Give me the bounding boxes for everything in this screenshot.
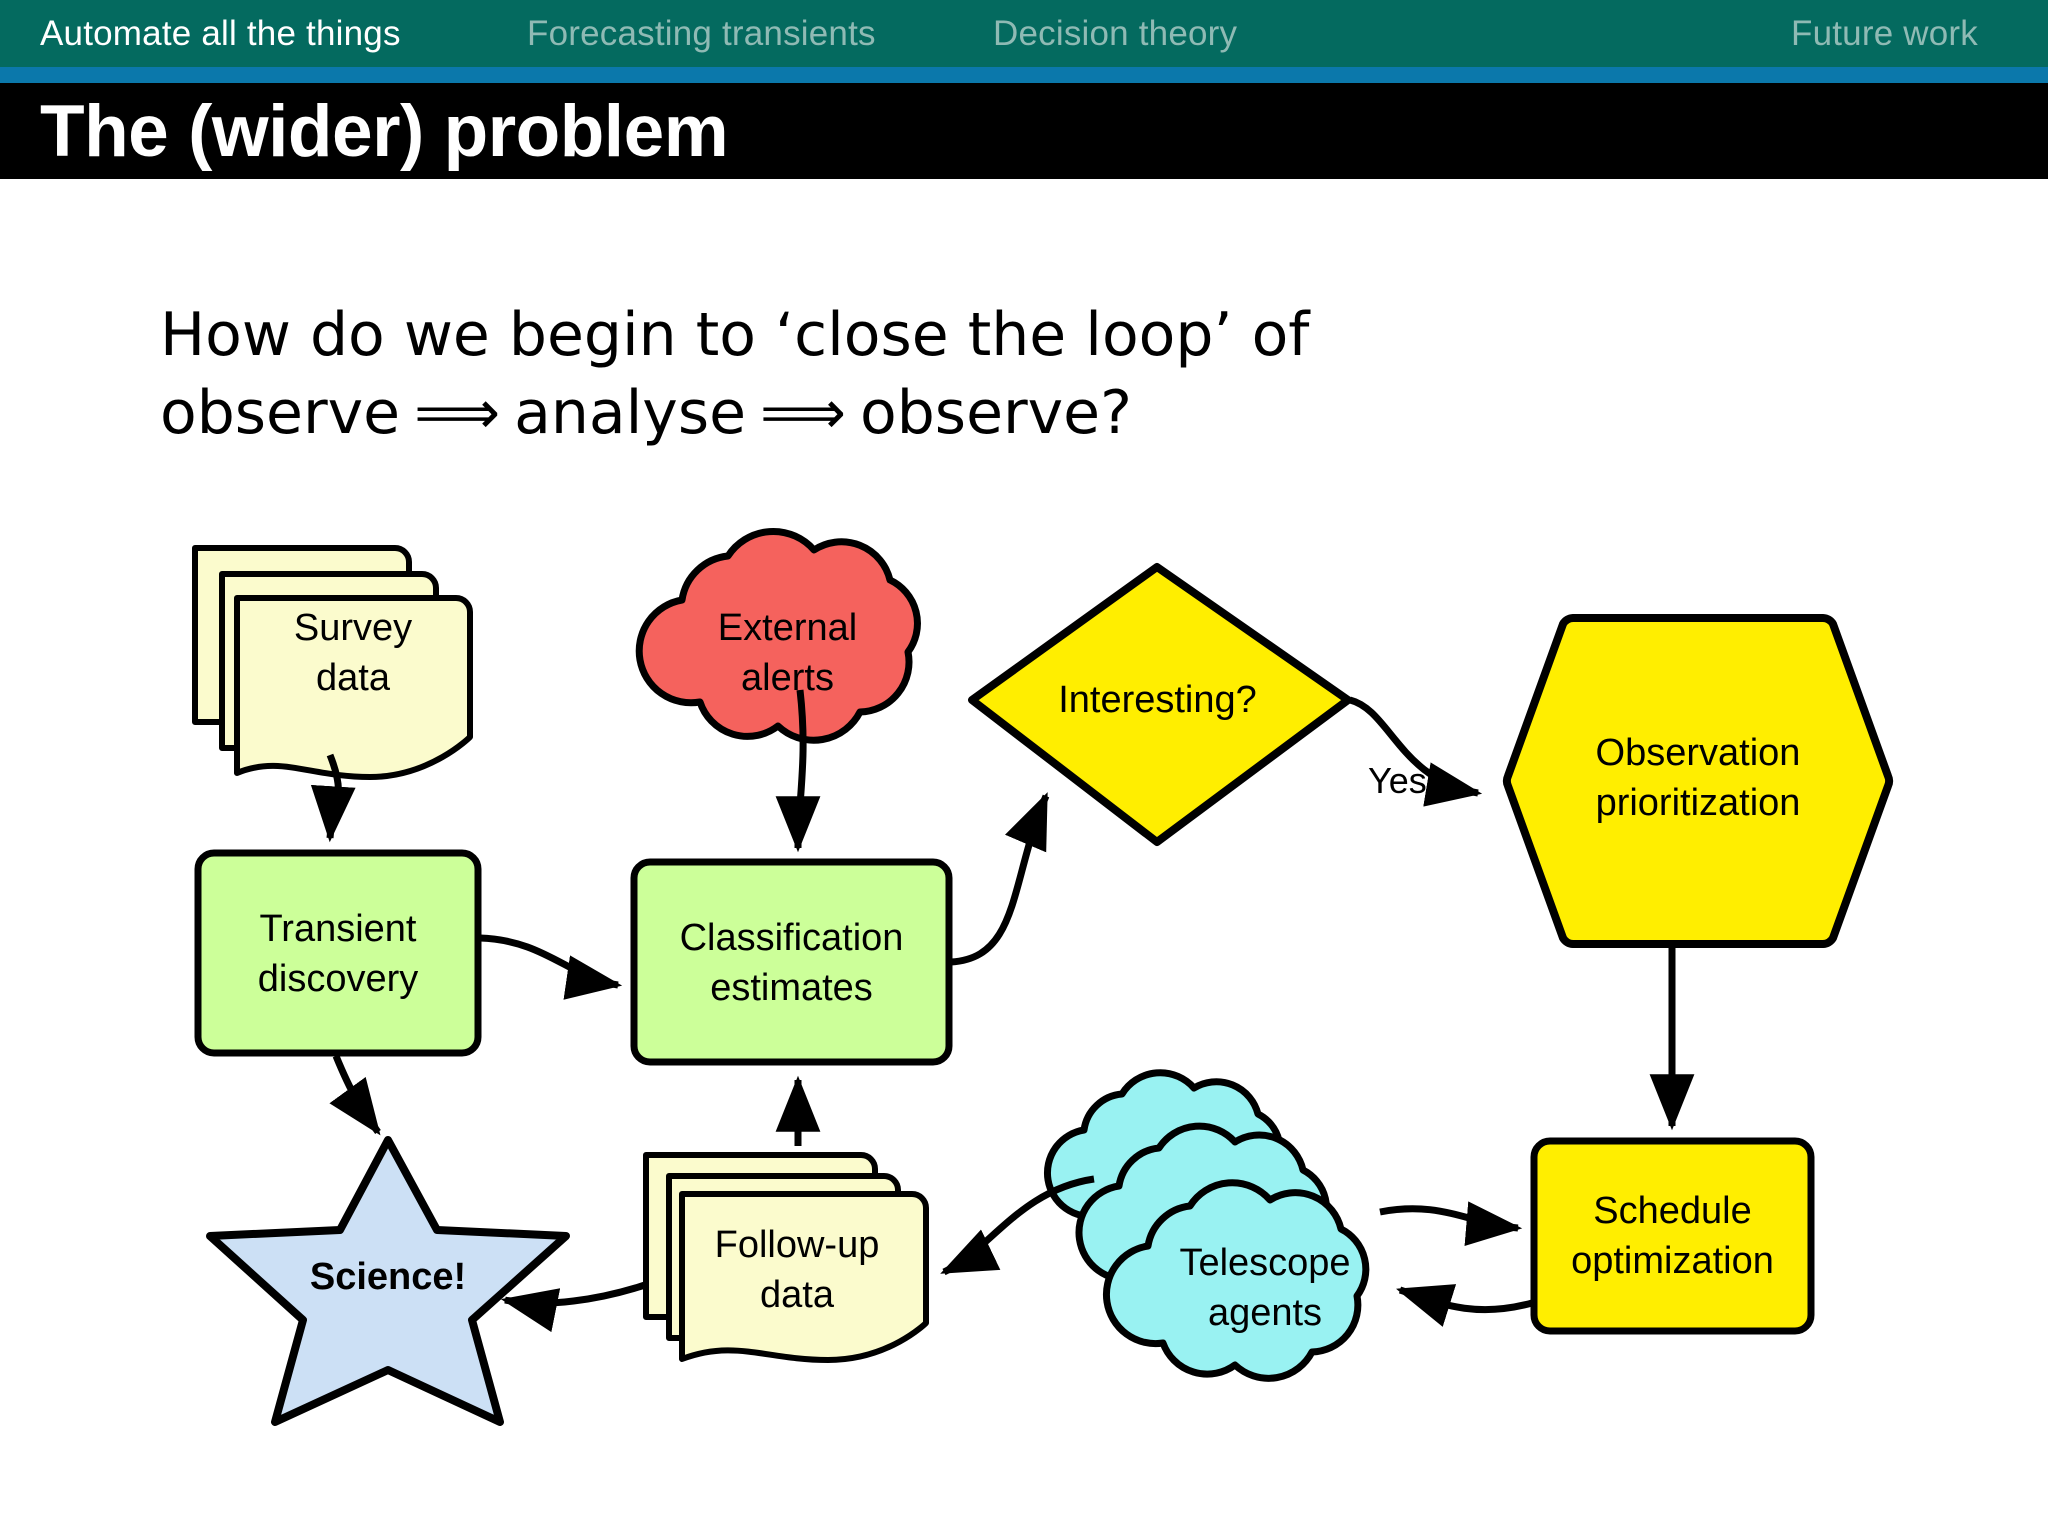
node-interesting[interactable]: [968, 563, 1352, 846]
node-schedule-optimization[interactable]: [1530, 1137, 1815, 1335]
edge-alerts-to-classification: [775, 689, 821, 853]
nav-item-decision-theory[interactable]: Decision theory: [993, 0, 1237, 67]
nav-item-label: Forecasting transients: [527, 13, 876, 53]
node-telescope-agents[interactable]: [1043, 1069, 1370, 1382]
double-arrow-icon: ⟹: [760, 378, 847, 448]
navigation-bar: Automate all the things Forecasting tran…: [0, 0, 2048, 67]
nav-item-future-work[interactable]: Future work: [1378, 0, 2008, 67]
node-classification-estimates[interactable]: [630, 858, 953, 1066]
flowchart-edges: [310, 689, 1695, 1333]
lead-line-1: How do we begin to ‘close the loop’ of: [160, 300, 1310, 370]
edge-schedule-to-telescope: [1395, 1284, 1533, 1327]
nav-item-label: Decision theory: [993, 13, 1238, 53]
edge-classification-to-interesting: [950, 792, 1050, 966]
node-observation-prioritization[interactable]: [1502, 614, 1894, 948]
edge-telescope-to-followup: [940, 1175, 1095, 1276]
edge-label-yes: Yes: [1368, 760, 1427, 801]
page-title: The (wider) problem: [40, 90, 729, 172]
double-arrow-icon: ⟹: [414, 378, 501, 448]
nav-item-automate-all-the-things[interactable]: Automate all the things: [40, 0, 401, 67]
lead-observe-1: observe: [160, 378, 401, 448]
edge-survey-to-transient: [310, 753, 356, 843]
nav-accent-stripe: [0, 67, 2048, 83]
node-survey-data[interactable]: [192, 545, 473, 780]
nav-item-forecasting-transients[interactable]: Forecasting transients: [527, 0, 876, 67]
node-follow-up-data[interactable]: [643, 1152, 929, 1363]
nav-item-label: Future work: [1791, 13, 1978, 53]
node-transient-discovery[interactable]: [194, 849, 482, 1057]
edge-transient-to-classification: [479, 934, 623, 1000]
lead-observe-2: observe?: [860, 378, 1132, 448]
nav-item-label: Automate all the things: [40, 13, 401, 53]
node-science[interactable]: [206, 1136, 570, 1426]
title-band: [0, 83, 2048, 179]
edge-followup-to-science: [500, 1280, 650, 1333]
edge-transient-to-science: [329, 1054, 381, 1136]
lead-line-2: observe⟹analyse⟹observe?: [160, 374, 1560, 452]
lead-paragraph: How do we begin to ‘close the loop’ of o…: [160, 296, 1560, 452]
lead-analyse: analyse: [514, 378, 746, 448]
edge-interesting-to-observation: [1348, 696, 1483, 807]
edge-telescope-to-schedule: [1379, 1201, 1523, 1246]
node-external-alerts[interactable]: [635, 527, 921, 744]
